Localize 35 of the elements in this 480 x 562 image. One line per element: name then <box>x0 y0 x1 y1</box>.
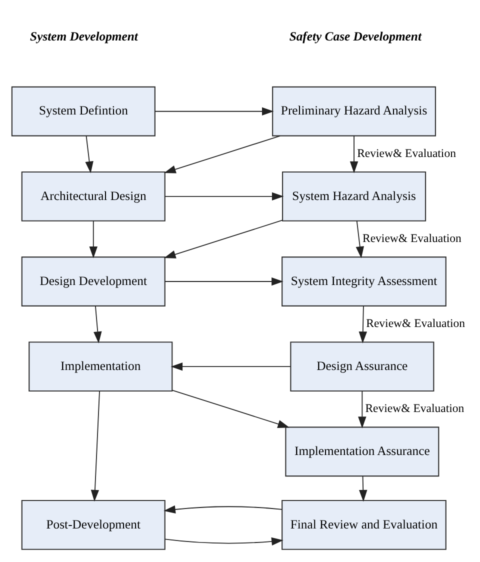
arrow <box>350 134 358 173</box>
node-box: Design Assurance <box>290 341 434 392</box>
arrow <box>172 389 290 428</box>
edge-label: Review& Evaluation <box>357 146 456 160</box>
arrow <box>164 134 280 173</box>
node-box: System Hazard Analysis <box>282 170 426 221</box>
edge-label: Review& Evaluation <box>362 232 462 245</box>
arrow <box>164 504 282 514</box>
node-box: Implementation <box>28 341 173 392</box>
arrow <box>164 276 284 286</box>
arrow <box>358 390 366 428</box>
arrow <box>170 362 291 370</box>
arrow <box>154 106 274 115</box>
arrow <box>358 305 368 343</box>
arrow <box>85 134 94 173</box>
arrow <box>89 220 98 258</box>
label: Safety Case Development <box>289 29 422 43</box>
node-box: Implementation Assurance <box>285 426 440 476</box>
arrow <box>164 192 284 200</box>
node-box: System Defintion <box>11 86 156 136</box>
arrow <box>90 390 100 502</box>
node-box: Design Development <box>21 256 166 306</box>
node-box: Architectural Design <box>21 170 166 221</box>
arrow <box>164 536 284 546</box>
arrow <box>164 219 283 258</box>
arrow <box>359 475 368 502</box>
edge-label: Review& Evaluation <box>365 402 464 415</box>
node-box: Post-Development <box>21 499 166 550</box>
node-box: Final Review and Evaluation <box>282 499 446 550</box>
node-box: System Integrity Assessment <box>282 256 446 306</box>
arrow <box>356 220 364 258</box>
node-box: Preliminary Hazard Analysis <box>272 86 436 136</box>
edge-label: Review& Evaluation <box>366 316 466 330</box>
arrow <box>94 305 102 343</box>
label: System Development <box>30 29 138 43</box>
